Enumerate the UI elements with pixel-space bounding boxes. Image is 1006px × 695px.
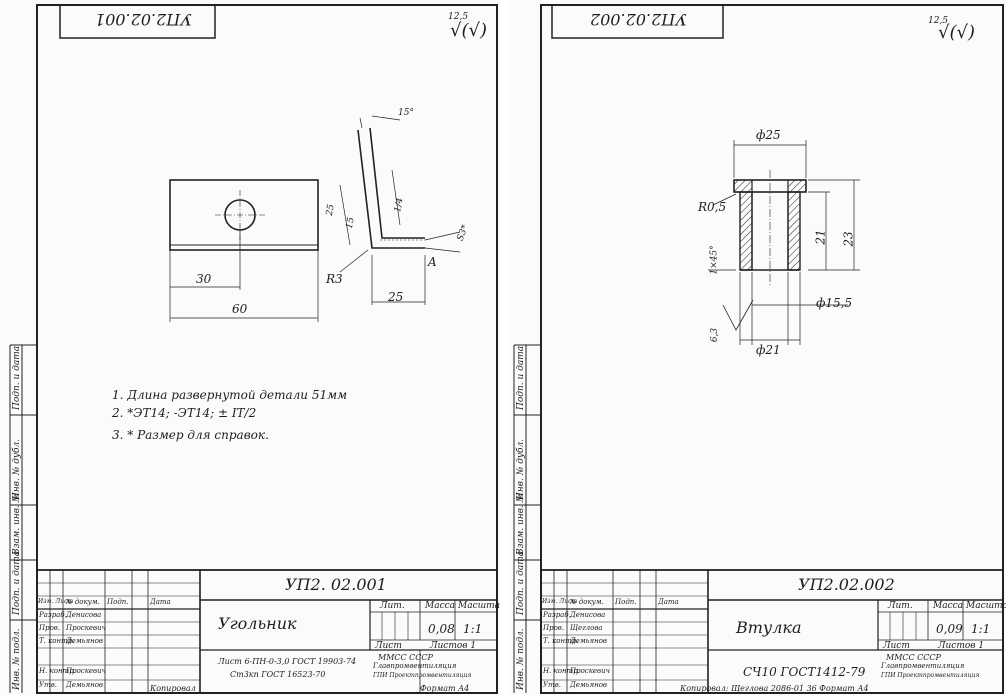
dim-roughness-6-3: 6,3 <box>710 327 721 343</box>
org-line-2: Главпромвентиляция <box>881 662 965 670</box>
dim-d155: ф15,5 <box>816 296 853 310</box>
material-line-2: Ст3кп ГОСТ 16523-70 <box>230 670 326 679</box>
row-2-role: Пров. <box>39 624 61 632</box>
sheet-1-top-code: УП2.02.001 <box>95 10 192 29</box>
side-label-4: Подп. и дата <box>12 345 22 410</box>
dim-25-horizontal: 25 <box>388 290 404 304</box>
note-1: 1. Длина развернутой детали 51мм <box>112 388 348 402</box>
side-label-1: Подп. и дата <box>516 550 526 615</box>
row-4-name: Проскевич <box>570 667 610 675</box>
col-lit: Лит. <box>380 601 405 611</box>
dim-d21: ф21 <box>756 343 781 357</box>
col-scale: Масштаб <box>458 601 506 611</box>
row-3-name: Демьянов <box>570 637 607 645</box>
row-1-name: Денисова <box>570 611 606 619</box>
sheet-2-sheet-label: Лист <box>883 641 910 651</box>
sheet-1-linework <box>9 4 498 694</box>
col-lit: Лит. <box>888 601 913 611</box>
side-label-0: Инв. № подл. <box>12 628 22 690</box>
side-label-2: Взам. инв. № <box>516 493 526 555</box>
org-line-3: ГПИ Проектпромвентиляция <box>373 672 472 679</box>
dim-60: 60 <box>232 302 248 316</box>
sheet-1-roughness-mark: 12,5 <box>448 12 469 22</box>
org-line-1: ММСС СССР <box>378 653 433 662</box>
row-0-sign: Подп. <box>615 598 637 606</box>
side-label-3: Инв. № дубл. <box>516 438 526 500</box>
sheet-1-roughness-symbol: √(√) <box>450 20 487 41</box>
org-line-3: ГПИ Проектпромвентиляция <box>881 672 980 679</box>
row-0-name: № докум. <box>66 598 100 606</box>
row-0-date: Дата <box>150 598 171 606</box>
row-5-name: Демьянов <box>570 681 607 689</box>
sheet-1-sheets-label: Листов 1 <box>430 641 477 651</box>
row-0-role: Изм. Лист <box>38 598 74 605</box>
row-5-role: Утв. <box>543 681 561 689</box>
org-line-2: Главпромвентиляция <box>373 662 457 670</box>
sheet-2-part-name: Втулка <box>736 618 802 637</box>
sheet-1-sheet-label: Лист <box>375 641 402 651</box>
row-3-name: Демьянов <box>66 637 103 645</box>
dim-d25: ф25 <box>756 128 781 142</box>
sheet-2-scale: 1:1 <box>971 622 991 636</box>
sheet-2-roughness-symbol: √(√) <box>938 22 975 43</box>
sheet-2-sheets-label: Листов 1 <box>938 641 985 651</box>
dim-25-vertical: 25 <box>324 203 337 217</box>
dim-r05: R0,5 <box>698 200 727 214</box>
sheet-1-footer-right: Формат А4 <box>420 684 470 693</box>
row-3-role: Т. контр. <box>39 637 75 645</box>
sheet-1-scale: 1:1 <box>463 622 483 636</box>
sheet-gap <box>500 0 508 695</box>
dim-15: 15 <box>344 216 357 230</box>
sheet-2-roughness-mark: 12,5 <box>928 16 949 26</box>
drawing-sheet-1: УП2.02.001 12,5 √(√) 15° 25 15 1/4 R3 30… <box>0 0 506 695</box>
sheet-2-mass: 0,09 <box>936 622 963 636</box>
row-0-sign: Подп. <box>107 598 129 606</box>
sheet-1-title-code: УП2. 02.001 <box>285 575 387 594</box>
dim-30: 30 <box>196 272 212 286</box>
col-mass: Масса <box>933 601 964 611</box>
sheet-1-mass: 0,08 <box>428 622 455 636</box>
row-4-role: Н. контр. <box>543 667 580 675</box>
view-label-a: A <box>428 255 437 269</box>
note-3: 3. * Размер для справок. <box>112 428 269 442</box>
side-label-3: Инв. № дубл. <box>12 438 22 500</box>
row-2-name: Щеглова <box>570 624 603 632</box>
row-2-role: Пров. <box>543 624 565 632</box>
row-4-name: Проскевич <box>66 667 106 675</box>
row-0-name: № докум. <box>570 598 604 606</box>
row-3-role: Т. контр. <box>543 637 579 645</box>
sheet-2-linework <box>513 4 1004 694</box>
row-0-role: Изм. Лист <box>542 598 578 605</box>
sheet-2-material: СЧ10 ГОСТ1412-79 <box>743 665 866 679</box>
material-line-1: Лист 6-ПН-0-3,0 ГОСТ 19903-74 <box>218 657 357 666</box>
dim-chamfer: 1×45° <box>709 245 720 275</box>
side-label-4: Подп. и дата <box>516 345 526 410</box>
dim-23: 23 <box>841 231 856 247</box>
row-1-name: Денисова <box>66 611 102 619</box>
side-label-2: Взам. инв. № <box>12 493 22 555</box>
sheet-1-footer-left: Копировал <box>150 684 196 693</box>
sheet-2-top-code: УП2.02.002 <box>590 10 687 29</box>
dim-angle: 15° <box>398 108 414 118</box>
org-line-1: ММСС СССР <box>886 653 941 662</box>
sheet-1-part-name: Угольник <box>218 614 297 633</box>
row-5-role: Утв. <box>39 681 57 689</box>
row-0-date: Дата <box>658 598 679 606</box>
row-1-role: Разраб. <box>543 611 571 619</box>
side-label-1: Подп. и дата <box>12 550 22 615</box>
row-2-name: Проскевич <box>66 624 106 632</box>
col-scale: Масштаб <box>966 601 1006 611</box>
note-2: 2. *ЭТ14; -ЭТ14; ± IT/2 <box>112 406 257 420</box>
sheet-2-title-code: УП2.02.002 <box>798 575 895 594</box>
row-4-role: Н. контр. <box>39 667 76 675</box>
dim-r3: R3 <box>326 272 343 286</box>
row-1-role: Разраб. <box>39 611 67 619</box>
col-mass: Масса <box>425 601 456 611</box>
drawing-sheet-2: УП2.02.002 12,5 √(√) ф25 R0,5 1×45° 21 2… <box>508 0 1006 695</box>
row-5-name: Демьянов <box>66 681 103 689</box>
dim-21: 21 <box>813 229 828 245</box>
side-label-0: Инв. № подл. <box>516 628 526 690</box>
sheet-2-footer: Копировал: Щеглова 2086-01 36 Формат А4 <box>680 684 869 693</box>
